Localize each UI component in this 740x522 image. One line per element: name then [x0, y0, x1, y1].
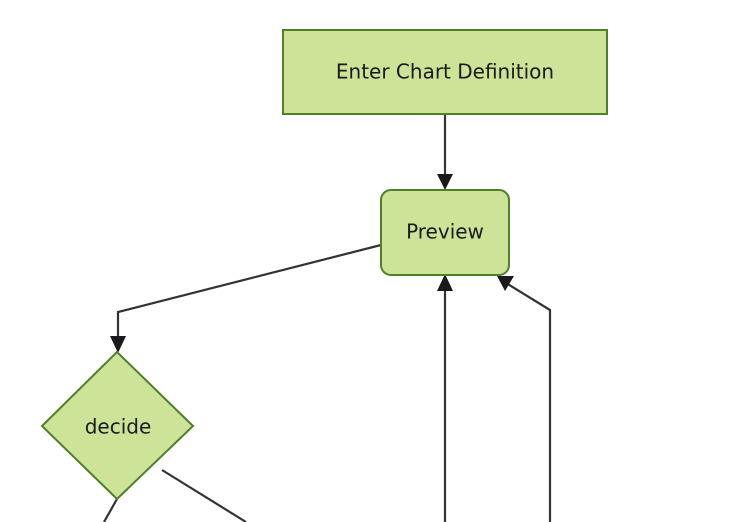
arrowhead-down-icon [110, 336, 126, 353]
edge-line [103, 498, 118, 522]
edge-layer [103, 114, 552, 522]
node-preview[interactable]: Preview [380, 189, 510, 276]
node-enter-chart-definition[interactable]: Enter Chart Definition [282, 29, 608, 115]
node-layer: Enter Chart Definition Preview decide [40, 29, 608, 501]
node-diamond[interactable] [40, 350, 195, 501]
arrowhead-up-icon [437, 274, 453, 291]
node-decide[interactable]: decide [40, 350, 195, 501]
edge-enter-to-preview [437, 114, 453, 190]
edge-line [116, 243, 382, 343]
arrowhead-up-left-icon [497, 276, 514, 291]
edge-decide-bottom-out [103, 498, 118, 522]
node-rounded-rect[interactable] [380, 189, 510, 276]
edge-decide-right-out [161, 469, 247, 522]
edge-bottom-right-to-preview [497, 276, 552, 522]
edge-line [505, 282, 552, 522]
node-label: Enter Chart Definition [336, 60, 554, 84]
edge-bottom-center-to-preview [437, 274, 453, 522]
node-label: Preview [406, 220, 484, 244]
node-label: decide [85, 415, 152, 439]
node-rect[interactable] [282, 29, 608, 115]
arrowhead-down-icon [437, 174, 453, 190]
edge-line [161, 469, 247, 522]
edge-preview-to-decide [110, 243, 382, 353]
